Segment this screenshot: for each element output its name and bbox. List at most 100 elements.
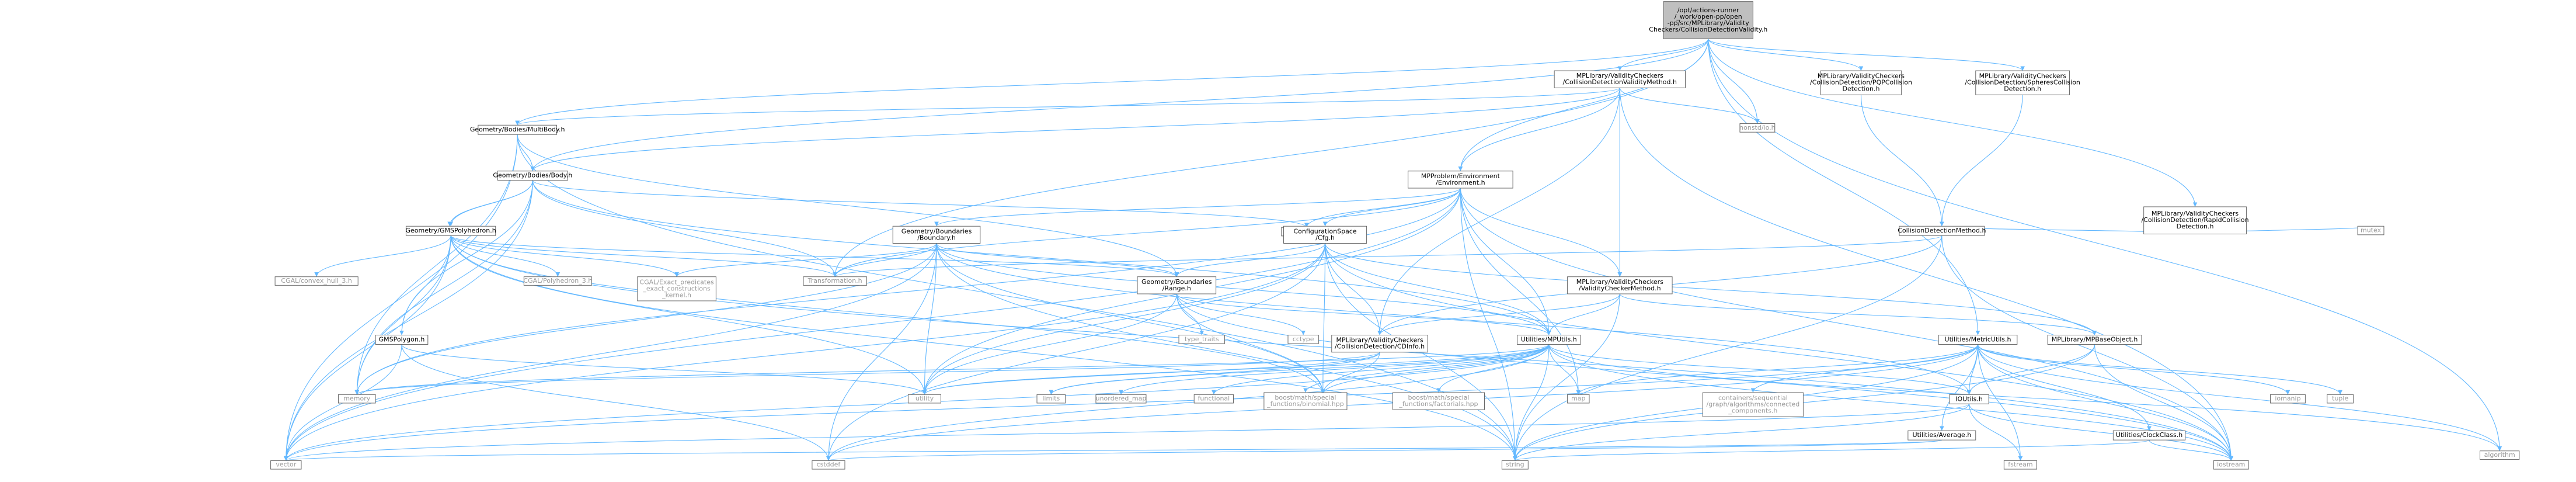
node-containers[interactable]: containers/sequential/graph/algorithms/c… <box>1702 392 1804 417</box>
node-body[interactable]: Geometry/Bodies/Body.h <box>493 171 572 181</box>
edge-body-to-vector <box>283 180 533 461</box>
edge-gms-to-transformation <box>450 235 837 277</box>
edge-multibody-to-range <box>517 134 1179 277</box>
node-label-pqp: Detection.h <box>1843 85 1880 93</box>
edge-cdvm-to-iostream <box>1619 88 2234 461</box>
node-label-nonstd: nonstd/io.h <box>1739 124 1775 131</box>
node-pqp[interactable]: MPLibrary/ValidityCheckers/CollisionDete… <box>1810 70 1912 95</box>
edge-clock-to-string <box>1513 439 2150 461</box>
edge-boundary-to-memory <box>354 243 937 395</box>
node-gms[interactable]: Geometry/GMSPolyhedron.h <box>405 226 496 236</box>
node-range[interactable]: Geometry/Boundaries/Range.h <box>1137 276 1217 294</box>
node-box-cgal_convex <box>274 276 358 286</box>
node-label-cdinfo: /CollisionDetection/CDInfo.h <box>1335 343 1425 351</box>
node-label-env: MPProblem/Environment <box>1421 172 1501 180</box>
node-average[interactable]: Utilities/Average.h <box>1907 430 1976 441</box>
node-box-memory <box>338 394 376 404</box>
node-label-iomanip: iomanip <box>2275 395 2300 403</box>
node-label-range: /Range.h <box>1162 285 1191 292</box>
node-string[interactable]: string <box>1501 460 1529 470</box>
edge-mputils-to-string <box>1513 344 1550 461</box>
node-box-spheres <box>1975 70 2070 95</box>
node-box-cstddef <box>812 460 845 470</box>
node-rapid[interactable]: MPLibrary/ValidityCheckers/CollisionDete… <box>2141 206 2249 235</box>
edge-metric-to-average <box>1939 344 1979 431</box>
node-vector[interactable]: vector <box>270 460 302 470</box>
node-label-rapid: MPLibrary/ValidityCheckers <box>2152 210 2239 217</box>
node-label-tuple: tuple <box>2332 395 2348 403</box>
node-map[interactable]: map <box>1567 394 1590 404</box>
node-spheres[interactable]: MPLibrary/ValidityCheckers/CollisionDete… <box>1965 70 2080 95</box>
edge-mputils-to-utility <box>922 344 1550 395</box>
node-iostream[interactable]: iostream <box>2213 460 2249 470</box>
node-cgal_poly[interactable]: CGAL/Polyhedron_3.h <box>523 276 592 286</box>
node-label-root: /opt/actions-runner <box>1677 6 1739 14</box>
node-box-fstream <box>2003 460 2037 470</box>
node-iomanip[interactable]: iomanip <box>2270 394 2306 404</box>
node-factorials[interactable]: boost/math/special_functions/factorials.… <box>1392 392 1485 410</box>
edge-ioutils-to-iostream <box>1969 404 2234 461</box>
node-label-transformation: Transformation.h <box>807 277 862 285</box>
node-label-rapid: Detection.h <box>2177 223 2214 230</box>
node-env[interactable]: MPProblem/Environment/Environment.h <box>1408 171 1513 189</box>
node-cgal_exact[interactable]: CGAL/Exact_predicates_exact_construction… <box>637 276 716 301</box>
node-cdinfo[interactable]: MPLibrary/ValidityCheckers/CollisionDete… <box>1331 335 1428 353</box>
edge-gms-to-range <box>450 235 1179 278</box>
node-label-cgal_exact: CGAL/Exact_predicates <box>639 278 714 286</box>
node-box-nonstd <box>1739 123 1776 133</box>
edge-ioutils-to-fstream <box>1969 404 2023 461</box>
edge-body-to-mputils <box>532 180 1551 335</box>
node-fstream[interactable]: fstream <box>2003 460 2037 470</box>
node-memory[interactable]: memory <box>338 394 376 404</box>
node-box-body <box>497 171 568 181</box>
node-boundary[interactable]: Geometry/Boundaries/Boundary.h <box>892 226 981 244</box>
edge-env-to-map <box>1460 188 1581 395</box>
edge-mputils-to-map <box>1548 344 1581 395</box>
node-cgal_convex[interactable]: CGAL/convex_hull_3.h <box>274 276 358 286</box>
node-box-string <box>1501 460 1529 470</box>
edge-body-to-memory <box>354 180 533 395</box>
edge-ioutils-to-string <box>1513 404 1970 461</box>
edge-metric-to-map <box>1576 344 1979 395</box>
node-metric[interactable]: Utilities/MetricUtils.h <box>1938 335 2018 345</box>
node-cfg[interactable]: ConfigurationSpace/Cfg.h <box>1283 226 1367 244</box>
node-box-cgal_poly <box>523 276 592 286</box>
node-functional[interactable]: functional <box>1193 394 1234 404</box>
node-mputils[interactable]: Utilities/MPUtils.h <box>1517 335 1581 345</box>
node-label-cgal_exact: _exact_constructions <box>642 285 711 292</box>
edge-gms-to-string <box>450 235 1517 461</box>
node-cdvm[interactable]: MPLibrary/ValidityCheckers/CollisionDete… <box>1554 70 1686 88</box>
node-vcm[interactable]: MPLibrary/ValidityCheckers/ValidityCheck… <box>1567 276 1673 294</box>
node-tuple[interactable]: tuple <box>2327 394 2354 404</box>
node-cdmethod[interactable]: CollisionDetectionMethod.h <box>1898 226 1986 236</box>
node-label-limits: limits <box>1042 395 1060 403</box>
node-label-pqp: MPLibrary/ValidityCheckers <box>1818 72 1905 80</box>
node-ioutils[interactable]: IOUtils.h <box>1949 394 1989 404</box>
node-utility[interactable]: utility <box>907 394 942 404</box>
node-limits[interactable]: limits <box>1036 394 1066 404</box>
edge-mpbase-to-ioutils <box>1966 344 2095 395</box>
node-mutex[interactable]: mutex <box>2357 226 2384 235</box>
node-unordered_map[interactable]: unordered_map <box>1095 394 1147 404</box>
node-multibody[interactable]: Geometry/Bodies/MultiBody.h <box>470 124 565 135</box>
node-gmspolygon[interactable]: GMSPolygon.h <box>375 335 429 345</box>
node-transformation[interactable]: Transformation.h <box>803 276 867 286</box>
node-type_traits[interactable]: type_traits <box>1178 335 1226 344</box>
node-clock[interactable]: Utilities/ClockClass.h <box>2112 430 2186 441</box>
node-cctype[interactable]: cctype <box>1287 335 1319 344</box>
node-box-containers <box>1702 392 1804 417</box>
edge-cfg-to-range <box>1174 243 1326 277</box>
edge-body-to-glut <box>532 180 1309 228</box>
edge-boundary-to-cstddef <box>826 243 937 461</box>
node-root[interactable]: /opt/actions-runner/_work/open-pp/open-p… <box>1649 1 1767 40</box>
edge-env-to-memory <box>354 188 1461 395</box>
node-nonstd[interactable]: nonstd/io.h <box>1739 123 1776 133</box>
node-cstddef[interactable]: cstddef <box>812 460 845 470</box>
node-box-ioutils <box>1949 394 1989 404</box>
edge-cfg-to-cstddef <box>826 243 1326 461</box>
node-mpbase[interactable]: MPLibrary/MPBaseObject.h <box>2047 335 2142 345</box>
node-binomial[interactable]: boost/math/special_functions/binomial.hp… <box>1263 392 1348 410</box>
node-label-rapid: /CollisionDetection/RapidCollision <box>2141 216 2248 224</box>
edge-mputils-to-limits <box>1049 344 1550 395</box>
node-algorithm[interactable]: algorithm <box>2479 450 2520 460</box>
